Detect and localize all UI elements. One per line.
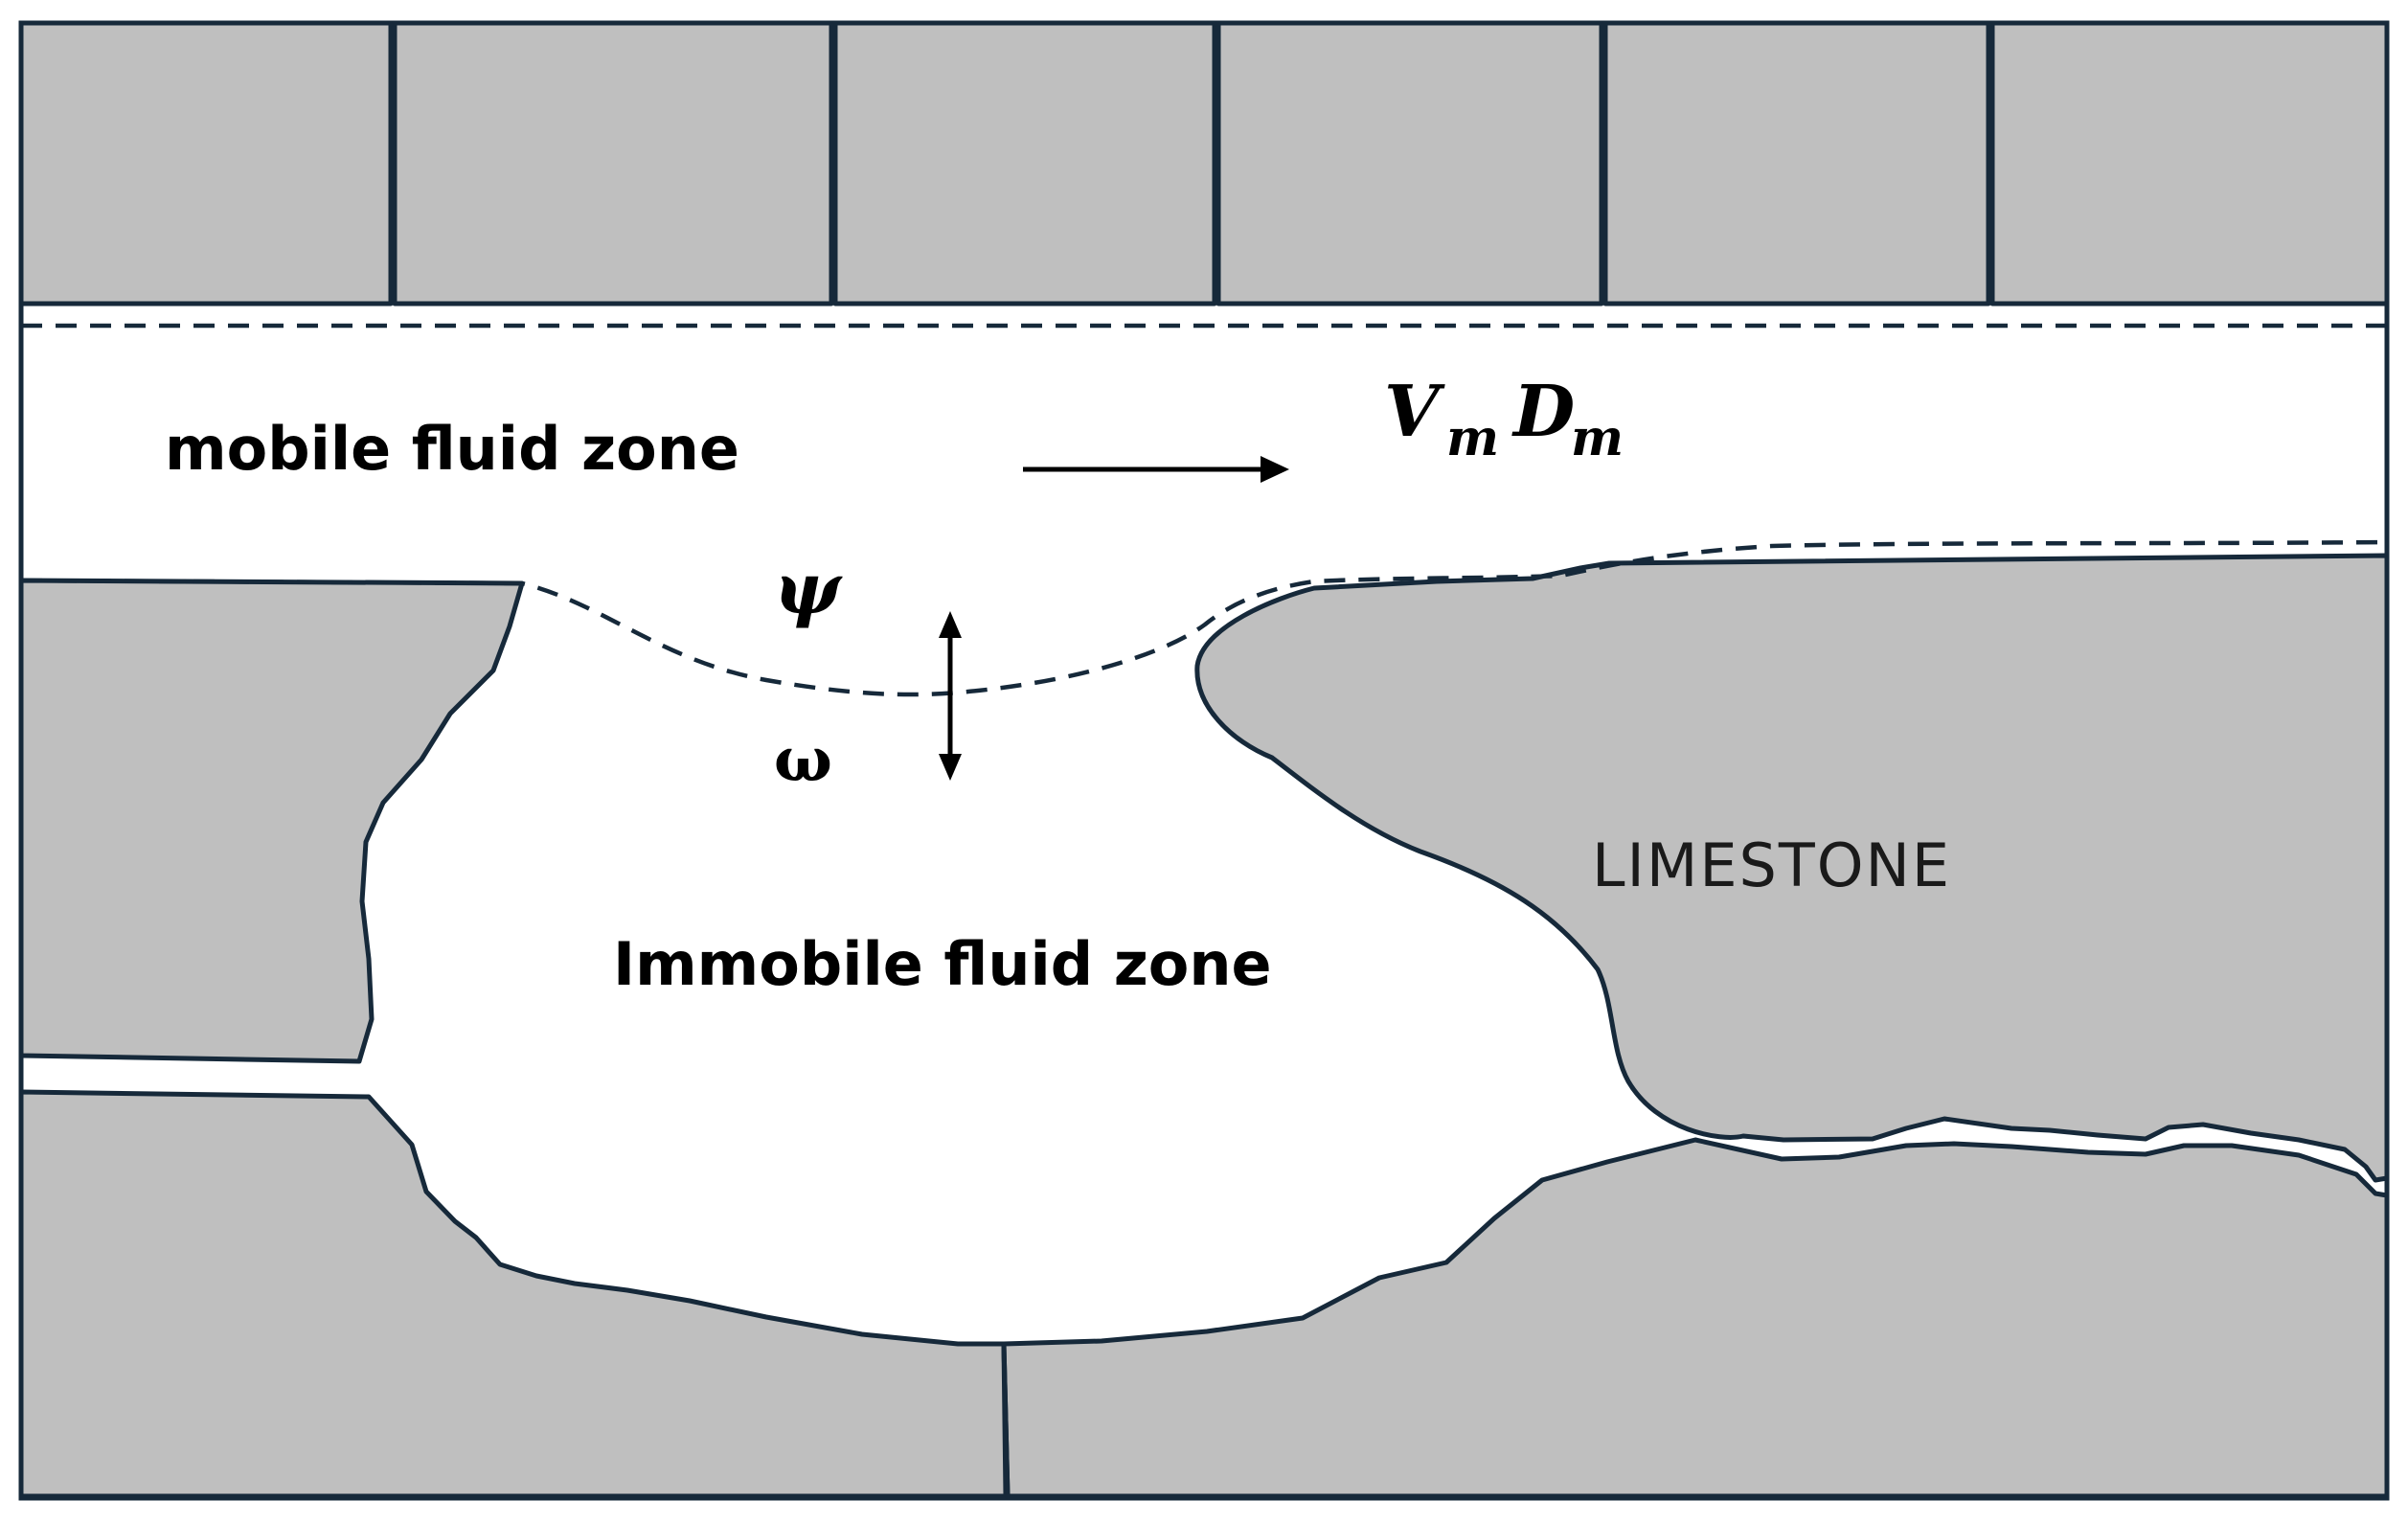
- top-limestone-blocks: [18, 20, 2390, 307]
- velocity-subscript: m: [1446, 409, 1499, 467]
- dispersion-subscript: m: [1571, 409, 1624, 467]
- left-limestone-block: [18, 578, 525, 1064]
- top-block-1: [18, 20, 394, 307]
- immobile-zone-label: Immobile fluid zone: [613, 929, 1272, 999]
- flow-arrow: [1023, 456, 1289, 483]
- exchange-arrow-head-down: [939, 754, 962, 781]
- velocity-dispersion-label: V m D m: [1384, 371, 1624, 467]
- exchange-arrow: [939, 611, 962, 781]
- top-block-2: [392, 20, 834, 307]
- rock-crack: [1001, 1341, 1011, 1499]
- bottom-right-limestone-block: [1001, 1137, 2390, 1499]
- right-limestone-block: [1194, 553, 2390, 1183]
- dispersion-symbol: D: [1511, 371, 1575, 453]
- flow-arrow-head: [1261, 456, 1289, 483]
- mobile-zone-label: mobile fluid zone: [165, 414, 739, 484]
- omega-symbol: ω: [774, 724, 832, 796]
- top-block-6: [1989, 20, 2390, 307]
- top-block-5: [1602, 20, 1991, 307]
- top-block-3: [832, 20, 1217, 307]
- top-block-4: [1215, 20, 1604, 307]
- limestone-label: LIMESTONE: [1592, 830, 1951, 900]
- mobile-immobile-interface: [20, 539, 2388, 697]
- psi-symbol: ψ: [774, 548, 843, 630]
- velocity-symbol: V: [1384, 371, 1445, 453]
- exchange-arrow-head-up: [939, 611, 962, 638]
